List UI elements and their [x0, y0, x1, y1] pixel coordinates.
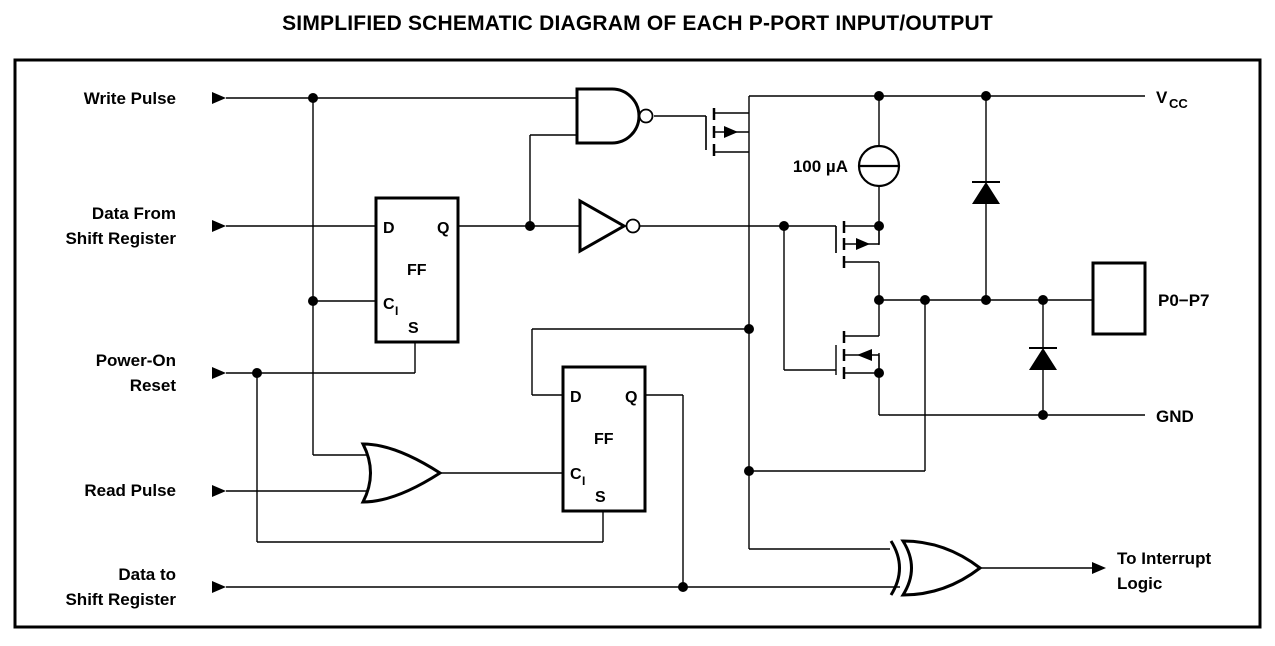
output-arrow-icon — [1092, 562, 1106, 574]
junction-dots — [252, 91, 1048, 592]
ff2-d-pin: D — [570, 389, 582, 406]
lower-diode-icon — [1029, 347, 1057, 370]
ff2-name: FF — [594, 431, 614, 448]
ff1-clk-pin: C — [383, 296, 395, 313]
label-write-pulse: Write Pulse — [84, 89, 176, 108]
upper-pmos-transistor — [705, 108, 750, 156]
or-gate — [360, 442, 443, 504]
label-data-from-line2: Shift Register — [65, 229, 176, 248]
input-arrows — [212, 92, 226, 593]
ff2-clk-pin: C — [570, 466, 582, 483]
ff1-s-pin: S — [408, 320, 419, 337]
output-label-line1: To Interrupt — [1117, 549, 1211, 568]
label-read-pulse: Read Pulse — [84, 481, 176, 500]
current-source-label: 100 µA — [793, 157, 848, 176]
outer-frame — [13, 58, 1262, 629]
inverter-gate — [578, 198, 641, 254]
label-data-to-line1: Data to — [118, 565, 176, 584]
ff1-name: FF — [407, 262, 427, 279]
flip-flop-2: D Q FF C I S — [561, 365, 647, 513]
output-label-line2: Logic — [1117, 574, 1162, 593]
flip-flop-1: D Q FF C I S — [374, 196, 460, 344]
label-power-on-line2: Reset — [130, 376, 177, 395]
vcc-subscript: CC — [1169, 96, 1188, 111]
ff1-d-pin: D — [383, 220, 395, 237]
ff1-q-pin: Q — [437, 220, 449, 237]
label-data-to-line2: Shift Register — [65, 590, 176, 609]
ff2-s-pin: S — [595, 489, 606, 506]
xor-gate — [889, 539, 983, 597]
current-source-icon — [857, 144, 901, 188]
ff2-q-pin: Q — [625, 389, 637, 406]
diagram-title: SIMPLIFIED SCHEMATIC DIAGRAM OF EACH P-P… — [282, 12, 993, 35]
upper-diode-icon — [972, 181, 1000, 204]
ff2-clk-sub: I — [582, 474, 585, 488]
label-data-from-line1: Data From — [92, 204, 176, 223]
nand-gate — [575, 87, 654, 145]
lower-nmos-transistor — [842, 331, 880, 379]
port-label: P0−P7 — [1158, 291, 1210, 310]
label-power-on-line1: Power-On — [96, 351, 176, 370]
ff1-clk-sub: I — [395, 304, 398, 318]
port-pin-box — [1091, 261, 1147, 336]
wires — [226, 95, 1145, 588]
middle-pmos-transistor — [835, 221, 880, 268]
vcc-label: V — [1156, 88, 1168, 107]
gnd-label: GND — [1156, 407, 1194, 426]
